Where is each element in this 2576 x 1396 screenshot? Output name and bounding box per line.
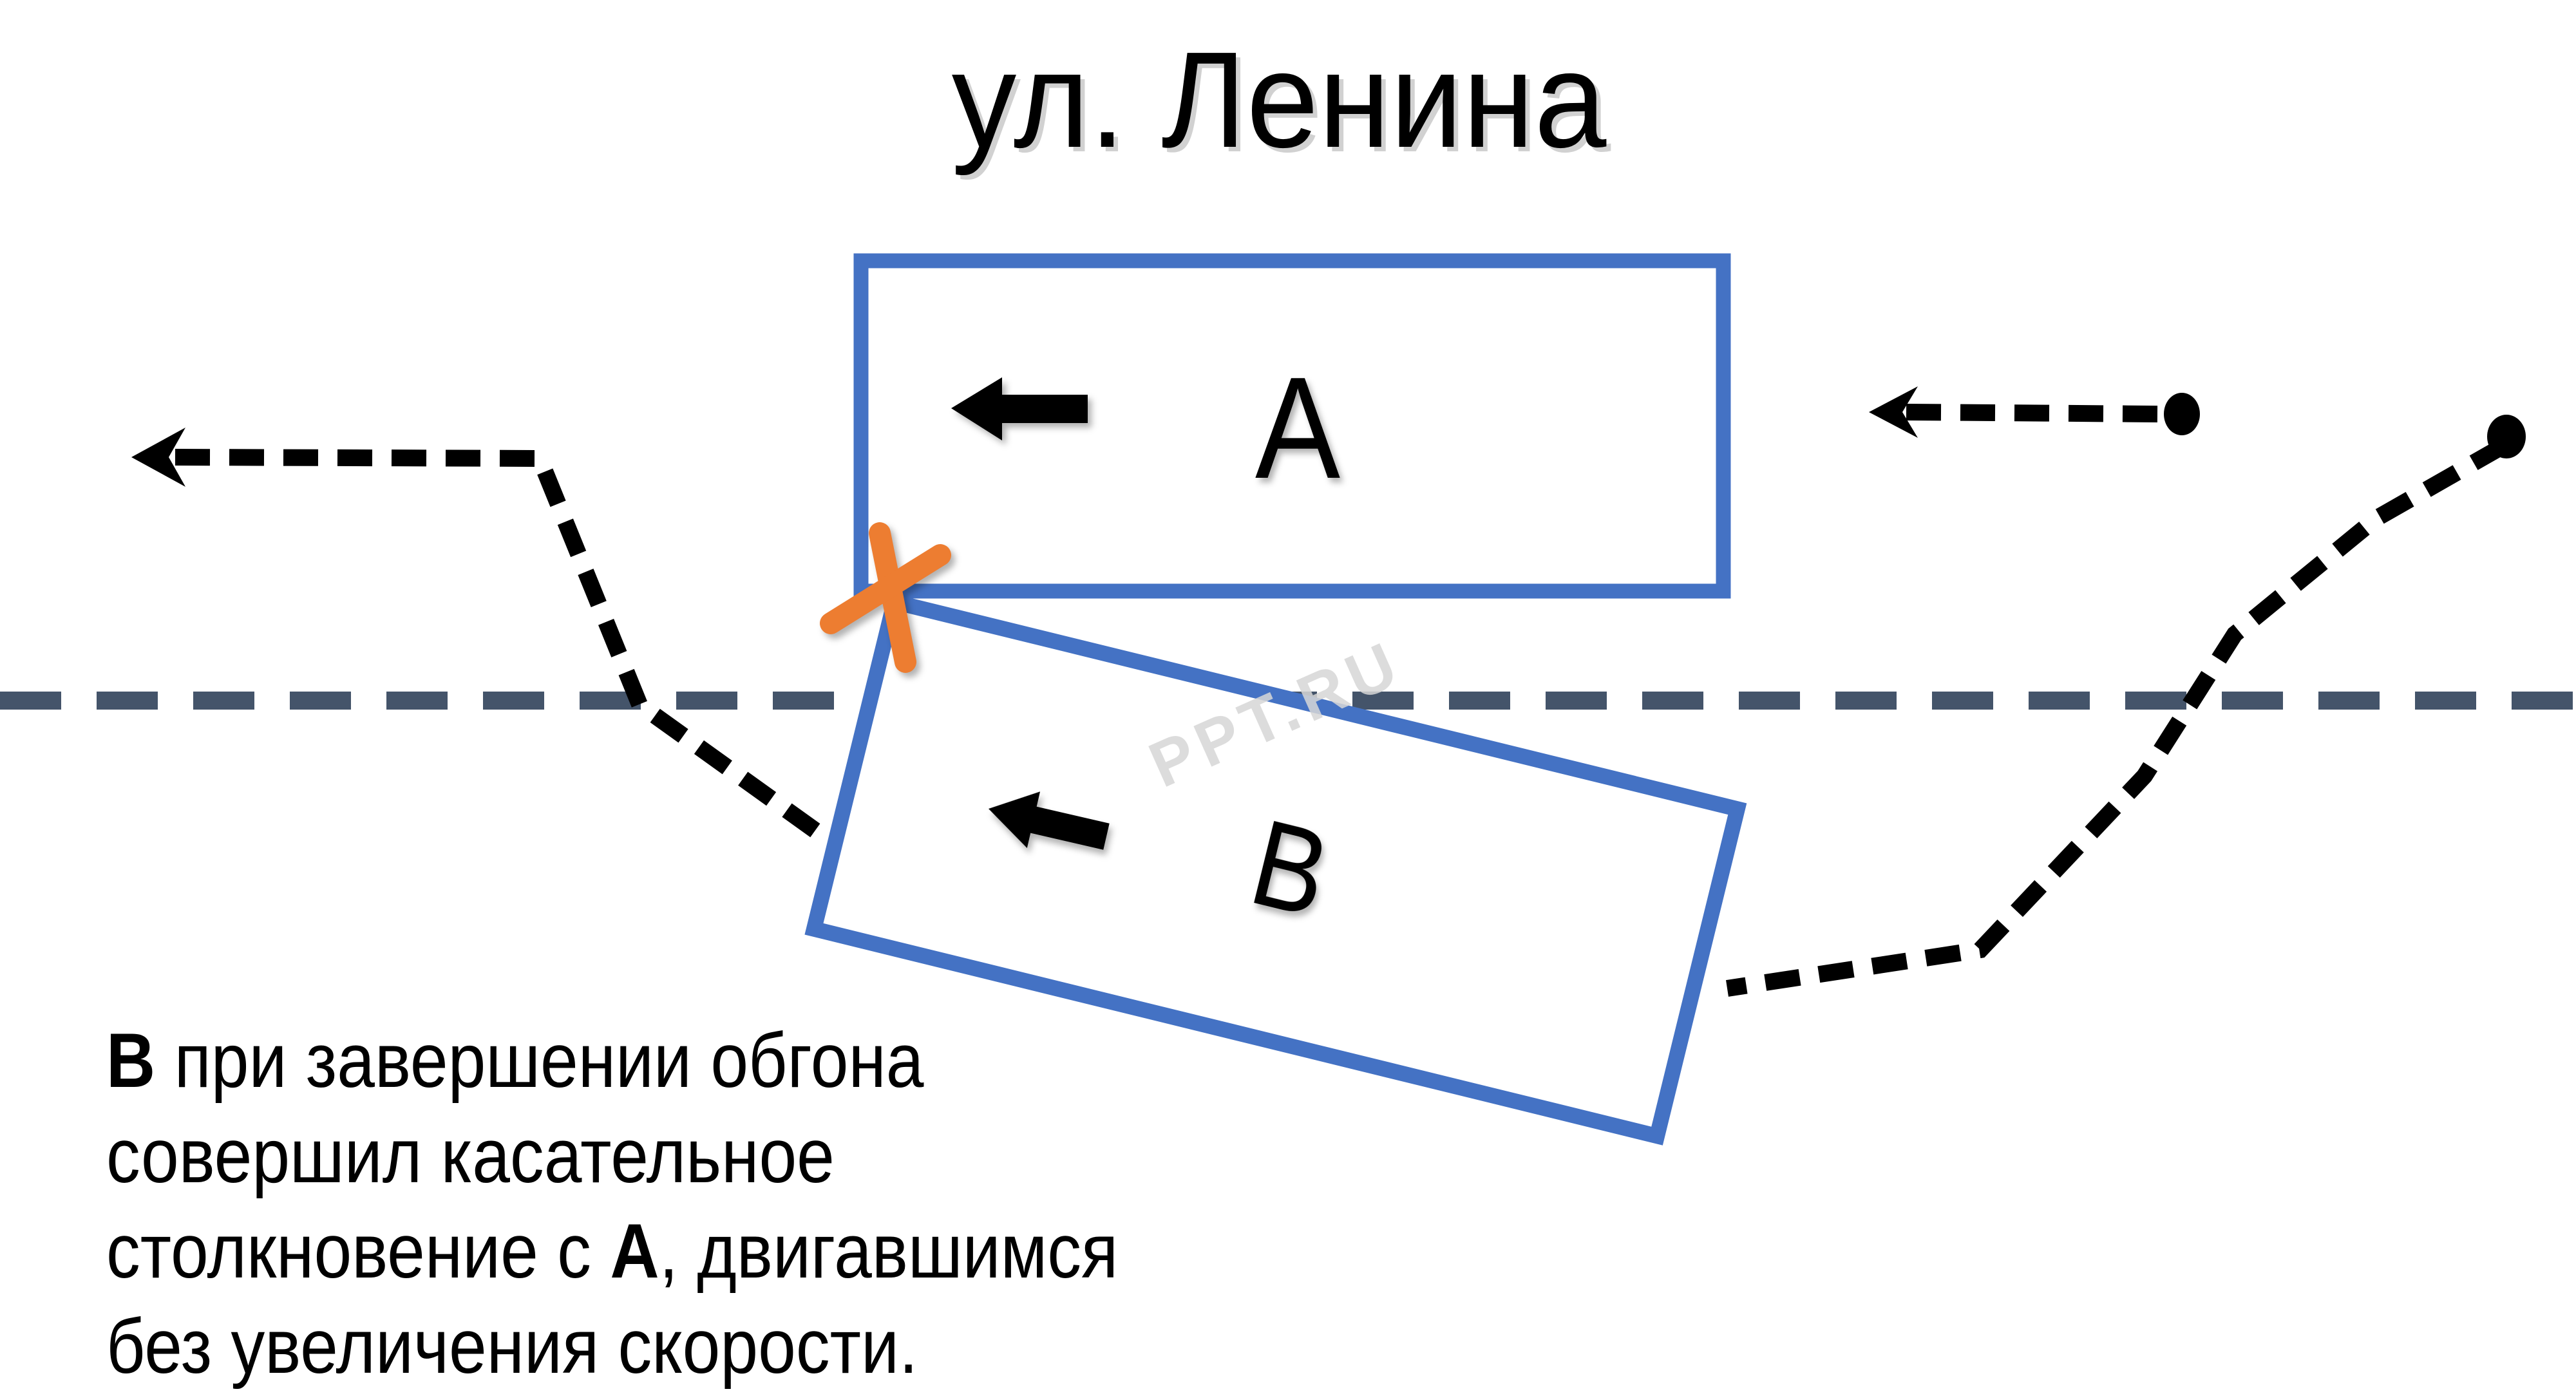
vehicle-b-group: В — [804, 592, 1747, 1146]
caption-line3-bold: А — [610, 1208, 659, 1294]
vehicle-a-label: А — [1255, 346, 1340, 509]
trajectory-a-start-dot — [2164, 393, 2200, 435]
vehicle-b-direction-arrow-icon — [989, 791, 1110, 850]
caption-block: В при завершении обгона совершил касател… — [106, 1017, 1118, 1390]
vehicle-b-box — [804, 592, 1747, 1146]
trajectory-left-dashed-path — [175, 449, 840, 852]
street-title: ул. Ленина — [952, 23, 1607, 176]
caption-line1-rest: при завершении обгона — [155, 1017, 923, 1104]
caption-line3-pre: столкновение с — [106, 1208, 610, 1294]
vehicle-a-group: А — [853, 253, 1731, 599]
street-title-group: ул. Ленина ул. Ленина — [952, 23, 1611, 180]
collision-x-icon — [820, 522, 951, 673]
trajectory-left-arrowhead-icon — [131, 428, 185, 487]
collision-x-stroke-2 — [820, 544, 951, 634]
trajectory-b-dashed-path — [1726, 438, 2508, 997]
street-title-shadow: ул. Ленина — [956, 28, 1611, 180]
trajectory-left-group — [131, 428, 840, 852]
vehicle-a-box — [853, 253, 1731, 599]
caption-line-3: столкновение с А, двигавшимся — [106, 1208, 1118, 1294]
trajectory-a-group — [1869, 386, 2200, 438]
caption-line-2: совершил касательное — [106, 1113, 835, 1199]
caption-line-4: без увеличения скорости. — [106, 1303, 918, 1390]
caption-line1-bold: В — [106, 1017, 155, 1104]
caption-line-1: В при завершении обгона — [106, 1017, 924, 1104]
vehicle-a-direction-arrow-icon — [951, 377, 1088, 440]
trajectory-a-dashed-line — [1906, 404, 2162, 422]
caption-line3-rest: , двигавшимся — [659, 1208, 1119, 1294]
trajectory-b-group — [1726, 415, 2526, 997]
trajectory-a-arrowhead-icon — [1869, 386, 1918, 438]
trajectory-b-start-dot — [2487, 415, 2526, 458]
